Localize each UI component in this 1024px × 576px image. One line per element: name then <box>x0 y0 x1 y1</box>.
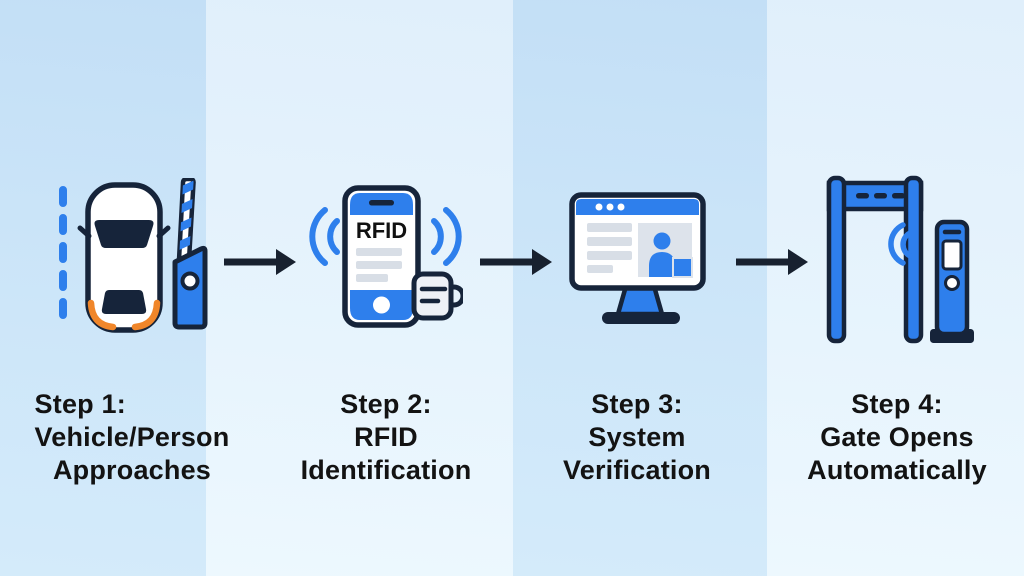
browser-titlebar <box>576 199 699 215</box>
smartphone: RFID <box>342 185 421 328</box>
step-text: Vehicle/Person <box>34 422 230 452</box>
rfid-keyfob <box>411 271 454 321</box>
step-label-1: Step 1: Vehicle/Person Approaches <box>35 388 230 487</box>
step-text: Identification <box>300 455 472 485</box>
rfid-waves-right <box>431 207 462 266</box>
step-title: Step 3: <box>591 389 683 419</box>
car-top-view <box>77 182 171 333</box>
step-text: System <box>588 422 686 452</box>
step-title: Step 1: <box>34 389 126 419</box>
step-text: RFID <box>354 422 418 452</box>
profile-card <box>638 223 693 278</box>
rfid-waves-left <box>309 207 340 266</box>
step-label-2: Step 2: RFID Identification <box>301 388 472 487</box>
step-title: Step 2: <box>340 389 432 419</box>
monitor <box>569 192 706 324</box>
gate-frame <box>826 175 924 344</box>
arrow-right-icon <box>224 249 296 275</box>
background-band <box>767 0 1024 576</box>
step-label-3: Step 3: System Verification <box>563 388 711 487</box>
monitor-verification-icon <box>569 192 706 324</box>
barrier-gate <box>172 178 208 330</box>
phone-home-button <box>373 296 390 314</box>
step-text: Automatically <box>807 455 987 485</box>
step-text: Gate Opens <box>820 422 974 452</box>
arrow-right-icon <box>480 249 552 275</box>
step-title: Step 4: <box>851 389 943 419</box>
car-at-barrier-icon <box>59 178 208 333</box>
phone-speaker <box>369 200 394 206</box>
step-text: Verification <box>563 455 711 485</box>
phone-screen-text: RFID <box>356 218 407 243</box>
phone-rfid-icon: RFID <box>309 185 463 328</box>
step-text: Approaches <box>52 455 212 485</box>
step-label-4: Step 4: Gate Opens Automatically <box>807 388 987 487</box>
gate-sensor-waves <box>888 222 913 266</box>
security-gate-icon <box>826 175 974 344</box>
access-kiosk <box>930 219 974 343</box>
arrow-right-icon <box>736 249 808 275</box>
